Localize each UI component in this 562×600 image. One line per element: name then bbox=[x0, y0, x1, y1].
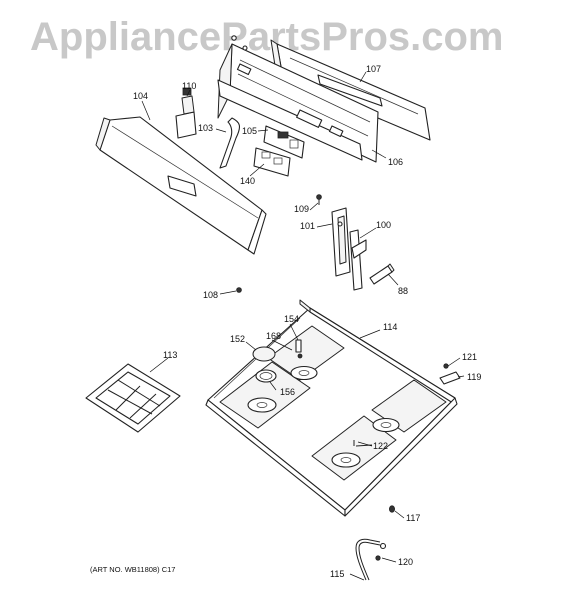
callout-100: 100 bbox=[376, 220, 391, 230]
part-152-burner-cap bbox=[252, 346, 276, 362]
part-107-backsplash-panel bbox=[270, 39, 431, 141]
part-113-grate bbox=[85, 363, 181, 433]
callout-121: 121 bbox=[462, 352, 477, 362]
callout-156: 156 bbox=[280, 387, 295, 397]
part-101-valve-bracket bbox=[331, 207, 351, 277]
callout-168: 168 bbox=[266, 331, 281, 341]
callout-108: 108 bbox=[203, 290, 218, 300]
part-154-igniter bbox=[295, 339, 303, 359]
part-103-bracket bbox=[219, 117, 241, 169]
callout-115: 115 bbox=[330, 569, 344, 579]
part-104-control-panel bbox=[95, 116, 267, 255]
part-88-knob bbox=[369, 263, 395, 285]
callout-120: 120 bbox=[398, 557, 413, 567]
callout-109: 109 bbox=[294, 204, 309, 214]
part-156-burner-head bbox=[255, 369, 277, 383]
callout-140: 140 bbox=[240, 176, 255, 186]
part-114-cooktop bbox=[205, 299, 458, 517]
callout-103: 103 bbox=[198, 123, 213, 133]
callout-110: 110 bbox=[182, 81, 196, 91]
callout-152: 152 bbox=[230, 334, 245, 344]
callout-101: 101 bbox=[300, 221, 315, 231]
part-119-clip bbox=[439, 363, 461, 385]
callout-114: 114 bbox=[383, 322, 397, 332]
callout-122: 122 bbox=[373, 441, 388, 451]
part-105-control-board bbox=[263, 125, 305, 159]
callout-88: 88 bbox=[398, 286, 408, 296]
part-108-screw bbox=[236, 287, 242, 293]
leader-lines bbox=[141, 71, 465, 581]
callout-154: 154 bbox=[284, 314, 299, 324]
part-109-screw bbox=[316, 194, 322, 205]
part-106-control-backer bbox=[217, 35, 379, 163]
callout-119: 119 bbox=[467, 372, 481, 382]
callout-117: 117 bbox=[406, 513, 420, 523]
part-140-overlay bbox=[253, 147, 291, 177]
part-115-tube bbox=[355, 538, 387, 581]
part-110-spark-module bbox=[175, 87, 197, 139]
callout-104: 104 bbox=[133, 91, 148, 101]
callout-107: 107 bbox=[366, 64, 381, 74]
art-number: (ART NO. WB11808) C17 bbox=[90, 565, 175, 574]
callout-106: 106 bbox=[388, 157, 403, 167]
part-117-screw bbox=[388, 505, 395, 513]
callout-113: 113 bbox=[163, 350, 177, 360]
part-100-bracket bbox=[349, 229, 367, 291]
callout-105: 105 bbox=[242, 126, 257, 136]
watermark-text: AppliancePartsPros.com bbox=[30, 15, 504, 59]
